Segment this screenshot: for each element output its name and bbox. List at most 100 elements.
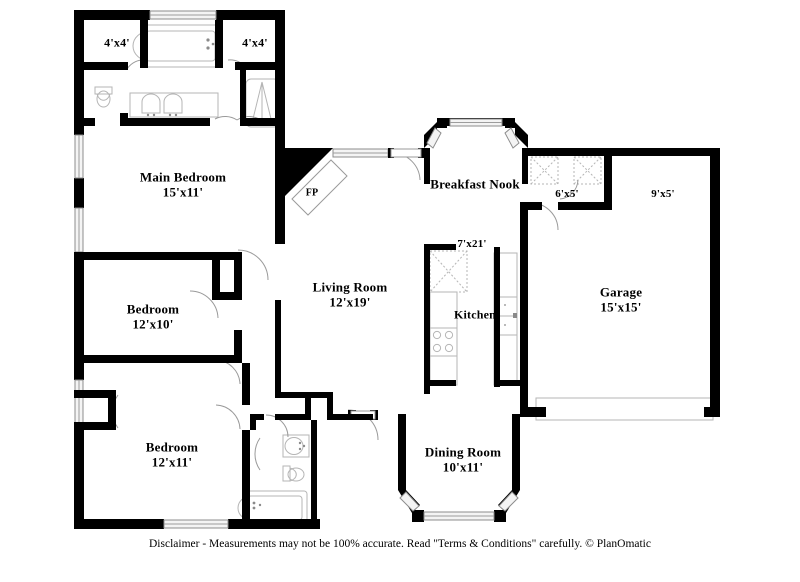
window-top-master-bath <box>149 10 217 20</box>
wall-master-bed-right <box>275 126 285 244</box>
hall-sink-fixture <box>282 434 310 458</box>
wall-hall-top <box>275 392 333 398</box>
wall-hall-bath-top <box>250 414 264 420</box>
wall-bed2-top <box>74 252 242 260</box>
label-kitchen: Kitchen <box>453 307 497 322</box>
wall-bed3-closet-top <box>74 390 114 398</box>
wall-closet-right-bottom <box>235 62 277 70</box>
wall-top-b <box>216 10 285 20</box>
wall-garage-bottom-a <box>520 407 546 417</box>
wall-storage-left <box>604 184 612 210</box>
disclaimer-text: Disclaimer - Measurements may not be 100… <box>149 538 651 550</box>
wall-top-a <box>74 10 150 20</box>
wall-nook-angle-right <box>515 122 528 148</box>
door-swing-linen-closet <box>265 414 289 438</box>
wall-nook-right-vert <box>522 148 528 184</box>
wall-dining-left <box>398 414 406 490</box>
wall-kitchen-right <box>494 247 500 387</box>
wall-bed2-right-a <box>234 252 242 300</box>
label-main-bedroom: Main Bedroom 15'x11' <box>139 169 227 199</box>
wall-hall-left-lower <box>275 362 281 392</box>
wall-hall-right-vert <box>327 392 333 420</box>
hall-toilet-fixture <box>282 465 305 482</box>
window-dining-angle-right <box>498 491 519 512</box>
door-swing-storage-room <box>559 179 579 200</box>
wall-bed2-right-b <box>234 330 242 362</box>
label-utility-room: 6'x5' <box>555 187 579 200</box>
wall-fireplace-solid <box>285 148 333 196</box>
wall-garage-right <box>710 148 720 415</box>
wall-master-right-a <box>275 10 285 128</box>
wall-bed3-closet-bottom <box>74 422 116 430</box>
wall-kitchen-left <box>424 244 430 394</box>
wall-nook-corner-right <box>505 118 515 128</box>
window-living-north <box>332 148 389 158</box>
label-closet-right: 4'x4' <box>242 35 268 50</box>
wall-dining-right <box>512 414 520 490</box>
wall-hall-left-upper <box>275 300 281 362</box>
wall-left-c <box>74 252 84 380</box>
label-bedroom-2: Bedroom 12'x10' <box>126 301 180 331</box>
wall-utility-bottom-a <box>520 202 542 210</box>
wall-bottom-a <box>74 519 164 529</box>
window-nook-top <box>449 118 503 127</box>
wall-hall-bottom-b <box>327 414 373 420</box>
window-left-2 <box>74 207 84 253</box>
window-bottom-bed3 <box>163 519 229 529</box>
door-swing-bedroom-2 <box>189 290 219 319</box>
wall-master-bath-d <box>244 118 285 126</box>
wall-nook-corner-left <box>437 118 447 128</box>
label-bedroom-3: Bedroom 12'x11' <box>145 439 199 469</box>
wall-nook-left-vert <box>424 148 430 184</box>
label-breakfast-nook: Breakfast Nook <box>430 176 520 192</box>
window-dining-angle-left <box>399 491 420 512</box>
walls-layer <box>74 10 720 529</box>
wall-bed3-right-a <box>242 363 250 405</box>
wall-master-bath-e <box>240 70 246 126</box>
wall-bed2-closet-bottom <box>212 292 242 300</box>
window-nook-left-angle <box>426 127 442 149</box>
window-left-3 <box>74 379 84 425</box>
utility-closet-left-fixture <box>530 156 559 185</box>
wall-hall-bottom-a <box>275 414 309 420</box>
label-storage-room: 9'x5' <box>651 187 675 200</box>
window-left-1 <box>74 134 84 179</box>
window-nook-right-angle <box>504 127 520 149</box>
wall-closet-left-bottom <box>84 62 128 70</box>
label-garage: Garage 15'x15' <box>599 284 643 314</box>
wall-living-n-stub <box>285 148 293 153</box>
wall-bed2-corner <box>234 355 242 363</box>
wall-garage-left <box>520 202 528 415</box>
wall-hall-bath-right <box>311 420 317 519</box>
wall-utility-bottom-b <box>558 202 612 210</box>
wall-dining-tl-corner <box>398 414 406 422</box>
wall-kitchen-left-bottom <box>424 380 456 386</box>
wall-bed3-right-b <box>242 430 250 527</box>
wall-dining-corner-right <box>494 510 506 522</box>
wall-bottom-b <box>228 519 250 529</box>
window-dining-bottom <box>423 511 495 521</box>
wall-hall-bath-left-stub <box>250 414 256 430</box>
master-vanity-fixture <box>129 92 219 118</box>
door-swing-master-bath-a <box>214 116 238 121</box>
wall-master-bath-c <box>120 118 210 126</box>
label-living-room: Living Room 12'x19' <box>312 279 388 309</box>
wall-dining-corner-left <box>412 510 424 522</box>
wall-closet-left-partition <box>140 20 148 68</box>
fireplace-hearth <box>291 159 348 216</box>
wall-bed3-closet-right <box>108 390 116 426</box>
wall-bed2-closet-left <box>212 252 220 300</box>
wall-master-bath-a <box>84 118 95 126</box>
door-swing-hall-bath <box>254 437 261 471</box>
wall-left-d <box>74 424 84 527</box>
door-swing-bedroom-3-door <box>215 404 241 430</box>
label-dining-room: Dining Room 10'x11' <box>424 444 502 474</box>
label-kitchen-dimension: 7'x21' <box>457 237 487 250</box>
wall-closet-right-partition <box>215 20 223 68</box>
door-swing-main-bedroom <box>237 249 269 281</box>
wall-hall-bath-bottom <box>250 519 311 529</box>
wall-kitchen-top-stub <box>424 244 456 250</box>
utility-closet-right-fixture <box>573 156 602 185</box>
